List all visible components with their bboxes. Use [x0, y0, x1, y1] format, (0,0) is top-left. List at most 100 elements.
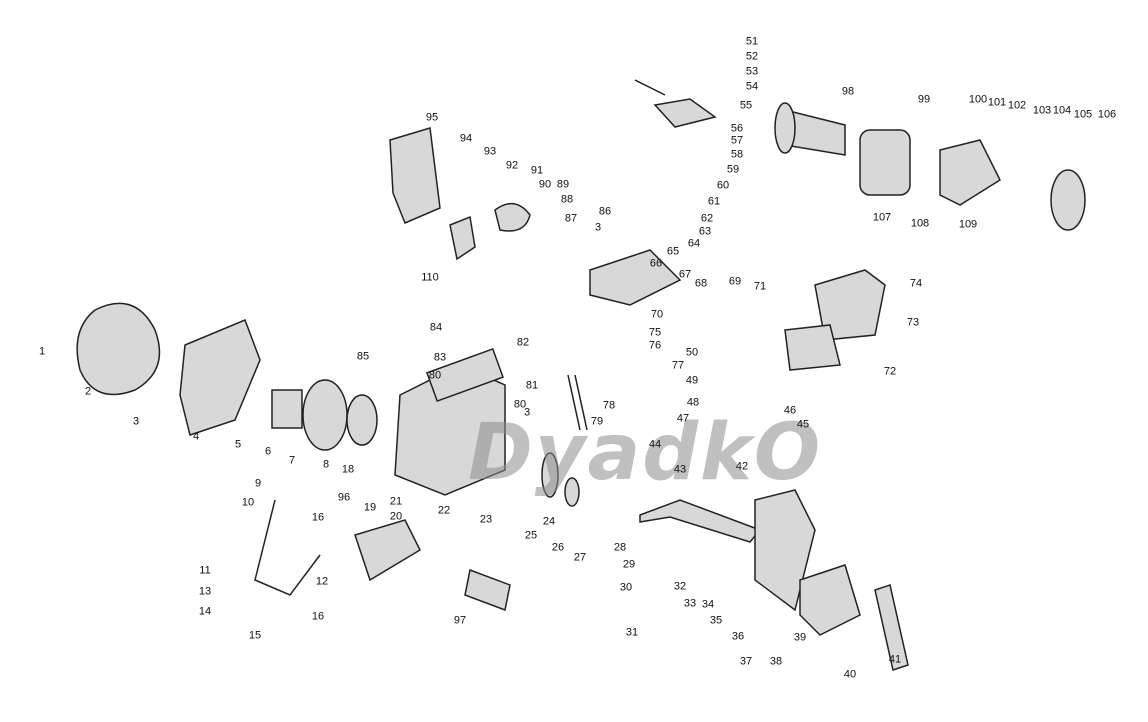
part-callout: 74: [909, 277, 923, 290]
part-callout: 97: [453, 614, 467, 627]
starter-motor: [464, 568, 511, 612]
part-callout: 71: [753, 280, 767, 293]
part-callout: 64: [687, 237, 701, 250]
part-callout: 22: [437, 504, 451, 517]
part-callout: 62: [700, 212, 714, 225]
oil-dipstick: [634, 79, 666, 96]
part-callout: 30: [619, 581, 633, 594]
part-callout: 32: [673, 580, 687, 593]
watermark: DyadkO: [468, 408, 823, 498]
bearing: [564, 477, 580, 507]
part-callout: 11: [199, 564, 211, 577]
part-callout: 39: [793, 631, 807, 644]
part-callout: 47: [676, 412, 690, 425]
part-callout: 37: [739, 655, 753, 668]
part-callout: 27: [573, 551, 587, 564]
part-callout: 65: [666, 245, 680, 258]
part-callout: 107: [872, 211, 892, 224]
part-callout: 3: [132, 415, 140, 428]
part-callout: 99: [917, 93, 931, 106]
part-callout: 15: [248, 629, 262, 642]
part-callout: 44: [648, 438, 662, 451]
muffler: [874, 584, 909, 671]
part-callout: 35: [709, 614, 723, 627]
part-callout: 7: [288, 454, 296, 467]
part-callout: 52: [745, 50, 759, 63]
part-callout: 84: [429, 321, 443, 334]
part-callout: 10: [241, 496, 255, 509]
part-callout: 109: [958, 218, 978, 231]
part-callout: 79: [590, 415, 604, 428]
part-callout: 70: [650, 308, 664, 321]
part-callout: 105: [1073, 108, 1093, 121]
rotor-fan: [774, 102, 796, 154]
part-callout: 94: [459, 132, 473, 145]
part-callout: 76: [648, 339, 662, 352]
part-callout: 51: [745, 35, 759, 48]
part-callout: 34: [701, 598, 715, 611]
part-callout: 80: [513, 398, 527, 411]
part-callout: 18: [341, 463, 355, 476]
part-callout: 49: [685, 374, 699, 387]
part-callout: 61: [707, 195, 721, 208]
part-callout: 75: [648, 326, 662, 339]
pushrod-2: [574, 374, 588, 431]
fan-cover: [179, 319, 261, 436]
part-callout: 8: [322, 458, 330, 471]
part-callout: 106: [1097, 108, 1117, 121]
part-callout: 21: [389, 495, 403, 508]
part-callout: 40: [843, 668, 857, 681]
part-callout: 78: [602, 399, 616, 412]
part-callout: 68: [694, 277, 708, 290]
part-callout: 42: [735, 460, 749, 473]
recoil-starter: [76, 302, 161, 396]
control-panel: [784, 324, 841, 371]
part-callout: 6: [264, 445, 272, 458]
part-callout: 83: [433, 351, 447, 364]
part-callout: 45: [796, 418, 810, 431]
part-callout: 77: [671, 359, 685, 372]
part-callout: 1: [38, 345, 46, 358]
part-callout: 24: [542, 515, 556, 528]
part-callout: 3: [523, 406, 531, 419]
cylinder-head: [589, 249, 682, 306]
part-callout: 53: [745, 65, 759, 78]
part-callout: 67: [678, 268, 692, 281]
part-callout: 110: [421, 271, 439, 284]
magneto: [271, 389, 303, 429]
part-callout: 50: [685, 346, 699, 359]
part-callout: 73: [906, 316, 920, 329]
part-callout: 63: [698, 225, 712, 238]
part-callout: 54: [745, 80, 759, 93]
part-callout: 103: [1032, 104, 1052, 117]
end-cover: [1050, 169, 1086, 231]
part-callout: 104: [1052, 104, 1072, 117]
part-callout: 33: [683, 597, 697, 610]
part-callout: 108: [910, 217, 930, 230]
flywheel: [302, 379, 348, 451]
governor-bracket: [354, 519, 421, 582]
part-callout: 5: [234, 438, 242, 451]
part-callout: 87: [564, 212, 578, 225]
part-callout: 100: [968, 93, 988, 106]
part-callout: 82: [516, 336, 530, 349]
part-callout: 31: [625, 626, 639, 639]
part-callout: 60: [716, 179, 730, 192]
part-callout: 13: [198, 585, 212, 598]
part-callout: 28: [613, 541, 627, 554]
part-callout: 26: [551, 541, 565, 554]
part-callout: 85: [356, 350, 370, 363]
part-callout: 19: [363, 501, 377, 514]
part-callout: 14: [198, 605, 212, 618]
part-callout: 90: [538, 178, 552, 191]
part-callout: 38: [769, 655, 783, 668]
part-callout: 29: [622, 558, 636, 571]
part-callout: 88: [560, 193, 574, 206]
part-callout: 86: [598, 205, 612, 218]
part-callout: 89: [556, 178, 570, 191]
fuel-tank: [389, 127, 441, 224]
gear: [541, 452, 559, 498]
part-callout: 23: [479, 513, 493, 526]
part-callout: 12: [315, 575, 329, 588]
